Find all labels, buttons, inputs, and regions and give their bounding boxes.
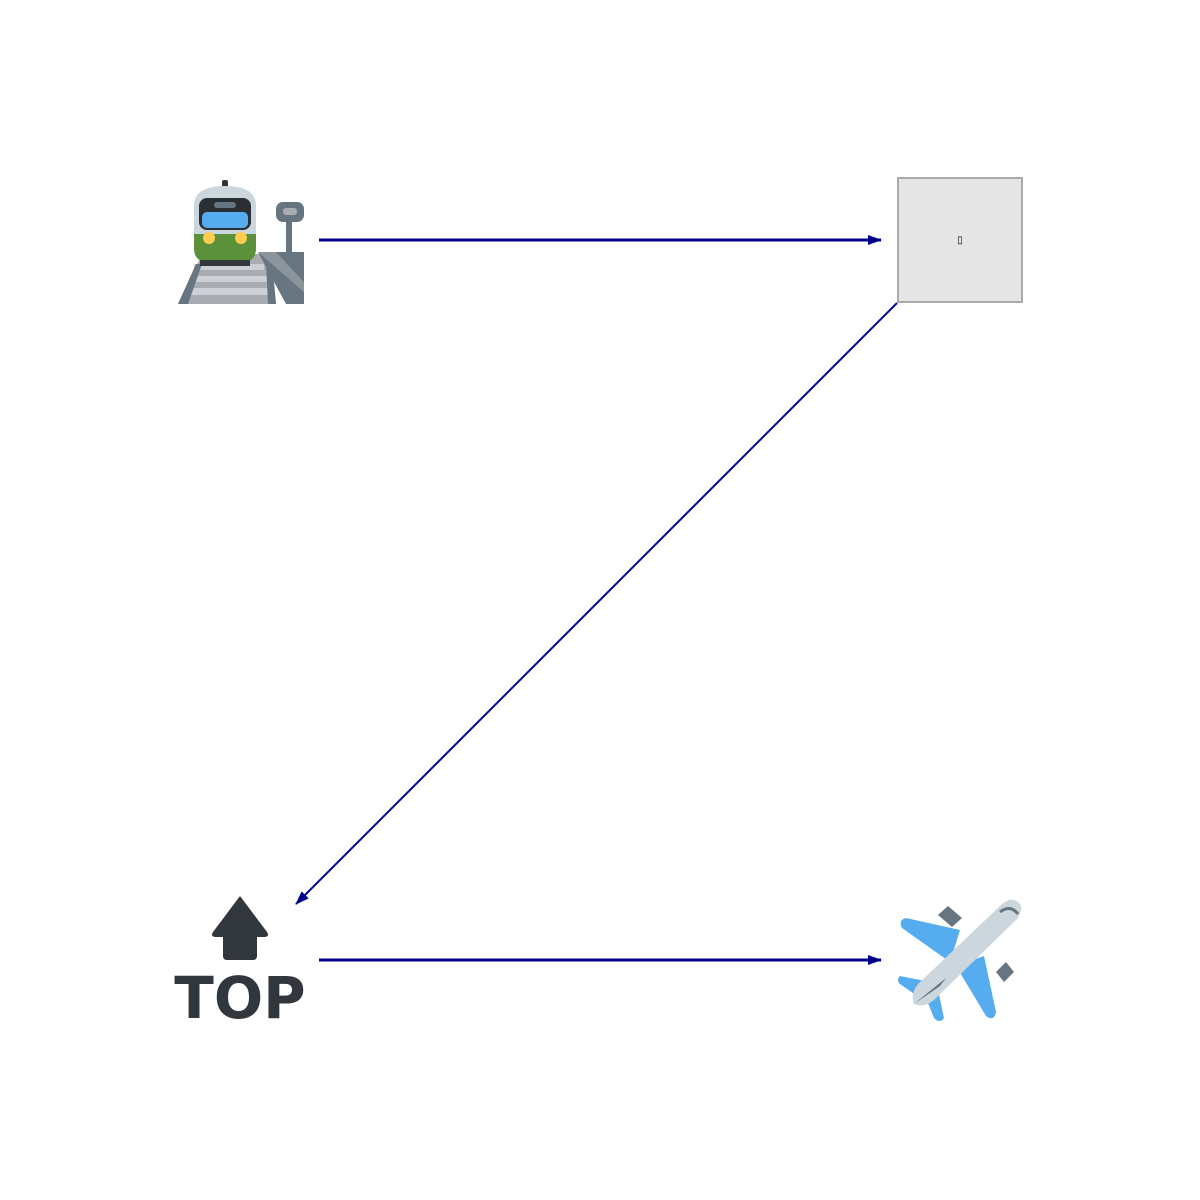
station-icon bbox=[178, 180, 304, 304]
up-arrow-shape bbox=[212, 896, 268, 960]
placeholder-frame bbox=[897, 177, 1023, 303]
edge-placeholder-to-top bbox=[295, 302, 898, 905]
edges bbox=[295, 235, 898, 965]
top-arrow-icon: TOP bbox=[174, 896, 306, 1032]
airplane-icon bbox=[898, 899, 1022, 1021]
placeholder-box: ▯ bbox=[897, 177, 1023, 303]
missing-glyph-icon: ▯ bbox=[957, 235, 963, 246]
top-label: TOP bbox=[174, 964, 305, 1032]
